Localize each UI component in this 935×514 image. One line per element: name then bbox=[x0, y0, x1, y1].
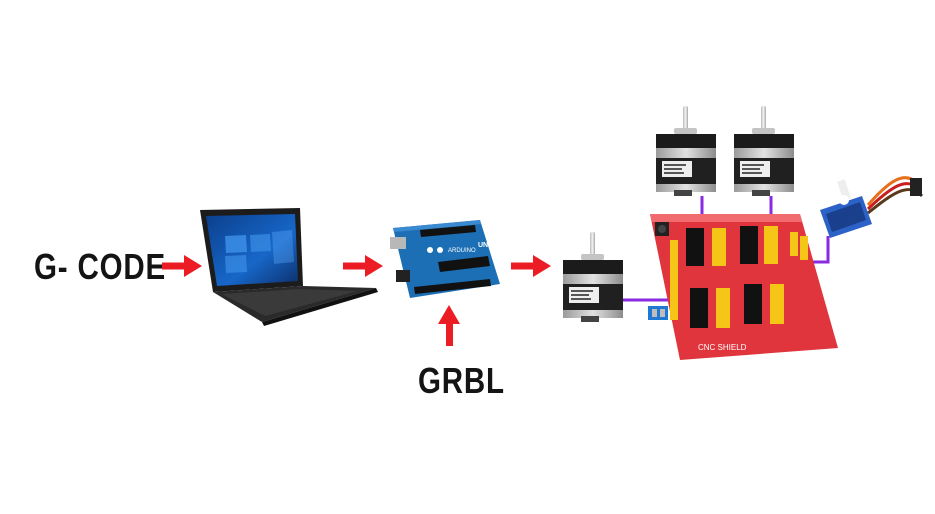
shield-name-text: CNC SHIELD bbox=[698, 343, 747, 352]
arduino-brand-text: ARDUINO bbox=[448, 248, 476, 254]
grbl-label: GRBL bbox=[418, 360, 505, 401]
arrow-laptop-to-arduino bbox=[343, 255, 383, 277]
stepper-motor-icon bbox=[734, 106, 794, 196]
arduino-model-text: UNO bbox=[478, 242, 494, 249]
gcode-label: G- CODE bbox=[34, 246, 167, 287]
servo-motor-icon bbox=[820, 176, 924, 238]
arduino-uno-icon: ARDUINO UNO bbox=[390, 220, 500, 298]
arrow-grbl-to-arduino bbox=[438, 305, 460, 346]
stepper-motor-icon bbox=[563, 232, 623, 322]
cnc-shield-icon: CNC SHIELD bbox=[648, 214, 838, 360]
arrow-arduino-to-shield bbox=[511, 255, 551, 277]
arrow-gcode-to-laptop bbox=[162, 255, 202, 277]
stepper-motor-icon bbox=[656, 106, 716, 196]
laptop-icon bbox=[200, 208, 378, 326]
